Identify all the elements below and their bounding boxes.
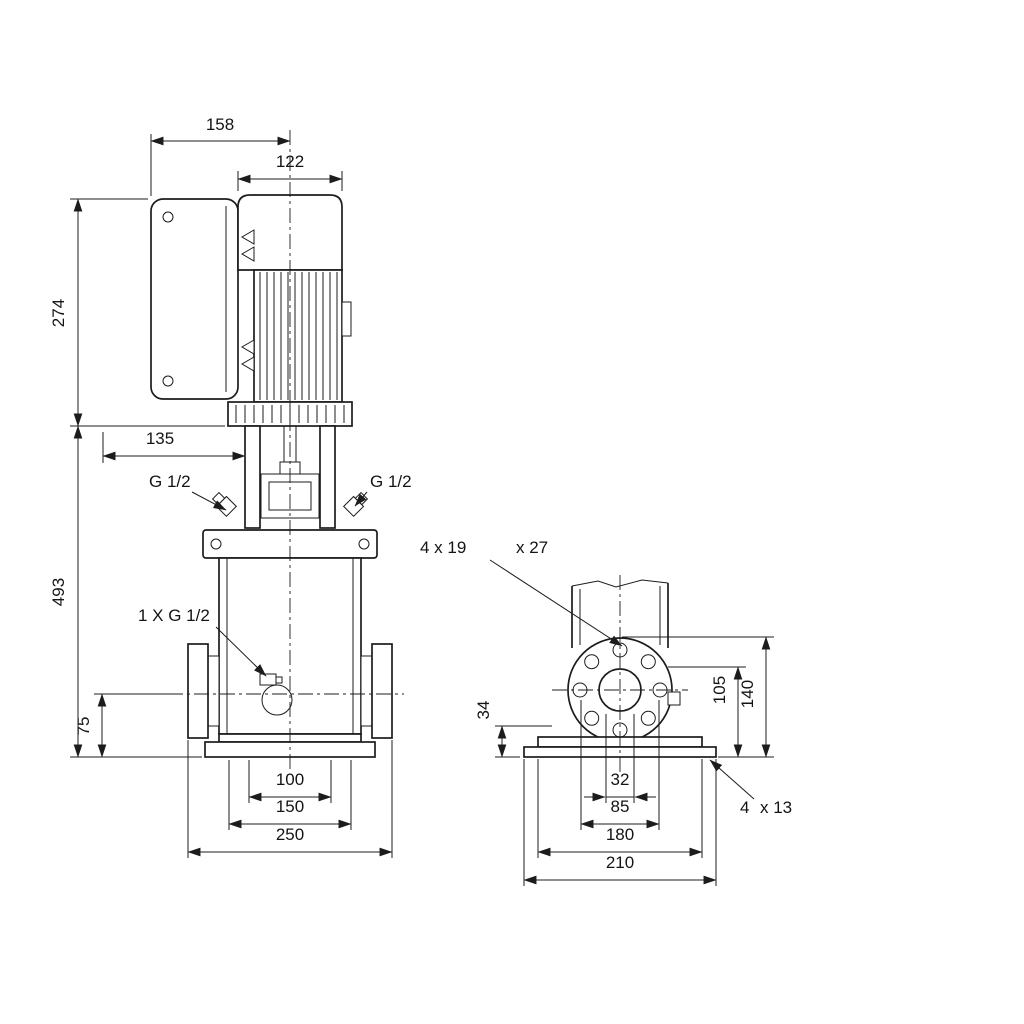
dim-85: 85 [580,700,660,830]
dim-34: 34 [474,701,552,758]
flange-holes-label-b: x 27 [516,538,548,557]
dim-122: 122 [237,152,343,191]
dim-210-label: 210 [606,853,634,872]
control-box [150,198,239,400]
base-holes-label-b: x 13 [760,798,792,817]
dim-32-label: 32 [611,770,630,789]
pipe-connections [187,643,393,739]
motor-stool-ribs [235,405,345,423]
motor-clamp-claws [241,229,255,372]
lantern-column-right [319,425,336,529]
lantern-column-left [244,425,261,529]
control-box-screw-top [162,211,174,223]
dim-122-label: 122 [276,152,304,171]
pipe-flange-left [187,643,209,739]
drain-plug [259,673,277,686]
dim-250-label: 250 [276,825,304,844]
dim-158: 158 [150,115,291,196]
dim-140-label: 140 [738,680,757,708]
drain-plug-label: 1 X G 1/2 [138,606,210,625]
motor-terminal-lug [341,301,352,337]
dim-493-label: 493 [49,578,68,606]
leader-base-holes: 4 x 13 [709,759,792,817]
dim-105: 105 [668,666,746,758]
base-holes-label-a: 4 [740,798,749,817]
side-view: 4 x 19 x 27 34 105 140 32 [420,538,792,886]
dim-105-label: 105 [710,676,729,704]
pipe-flange-right [371,643,393,739]
dim-32: 32 [584,714,656,803]
leader-gauge-plug-left: G 1/2 [149,472,227,511]
dim-135-label: 135 [146,429,174,448]
dim-135: 135 [102,429,246,463]
dim-150-label: 150 [276,797,304,816]
gauge-plug-left-label: G 1/2 [149,472,191,491]
dim-180: 180 [537,759,703,858]
front-view: 158 122 274 135 493 75 [49,115,412,858]
dim-150: 150 [228,760,352,830]
leader-drain-plug: 1 X G 1/2 [138,606,267,677]
dim-493: 493 [49,425,202,758]
dim-274: 274 [49,198,225,427]
dim-75: 75 [74,693,168,758]
motor-fins [259,272,338,400]
pipe-stub-right [360,655,373,727]
dim-75-label: 75 [74,717,93,736]
dim-158-label: 158 [206,115,234,134]
dim-180-label: 180 [606,825,634,844]
dim-34-label: 34 [474,701,493,720]
motor [227,194,353,427]
flange-side-lug [667,691,681,706]
motor-fin-block [253,269,343,403]
control-box-screw-bottom [162,375,174,387]
leader-gauge-plug-right: G 1/2 [354,472,412,507]
dim-274-label: 274 [49,299,68,327]
dim-85-label: 85 [611,797,630,816]
port-boss [261,684,293,716]
break-line [571,579,669,588]
gauge-plug-right-label: G 1/2 [370,472,412,491]
dim-140: 140 [622,636,774,758]
dim-210: 210 [523,759,717,886]
pipe-stub-left [207,655,220,727]
dim-250: 250 [187,740,393,858]
flange-holes-label-a: 4 x 19 [420,538,466,557]
leader-flange-holes: 4 x 19 x 27 [420,538,623,647]
dim-100: 100 [248,760,332,803]
dim-100-label: 100 [276,770,304,789]
motor-fan-cover [237,194,343,271]
